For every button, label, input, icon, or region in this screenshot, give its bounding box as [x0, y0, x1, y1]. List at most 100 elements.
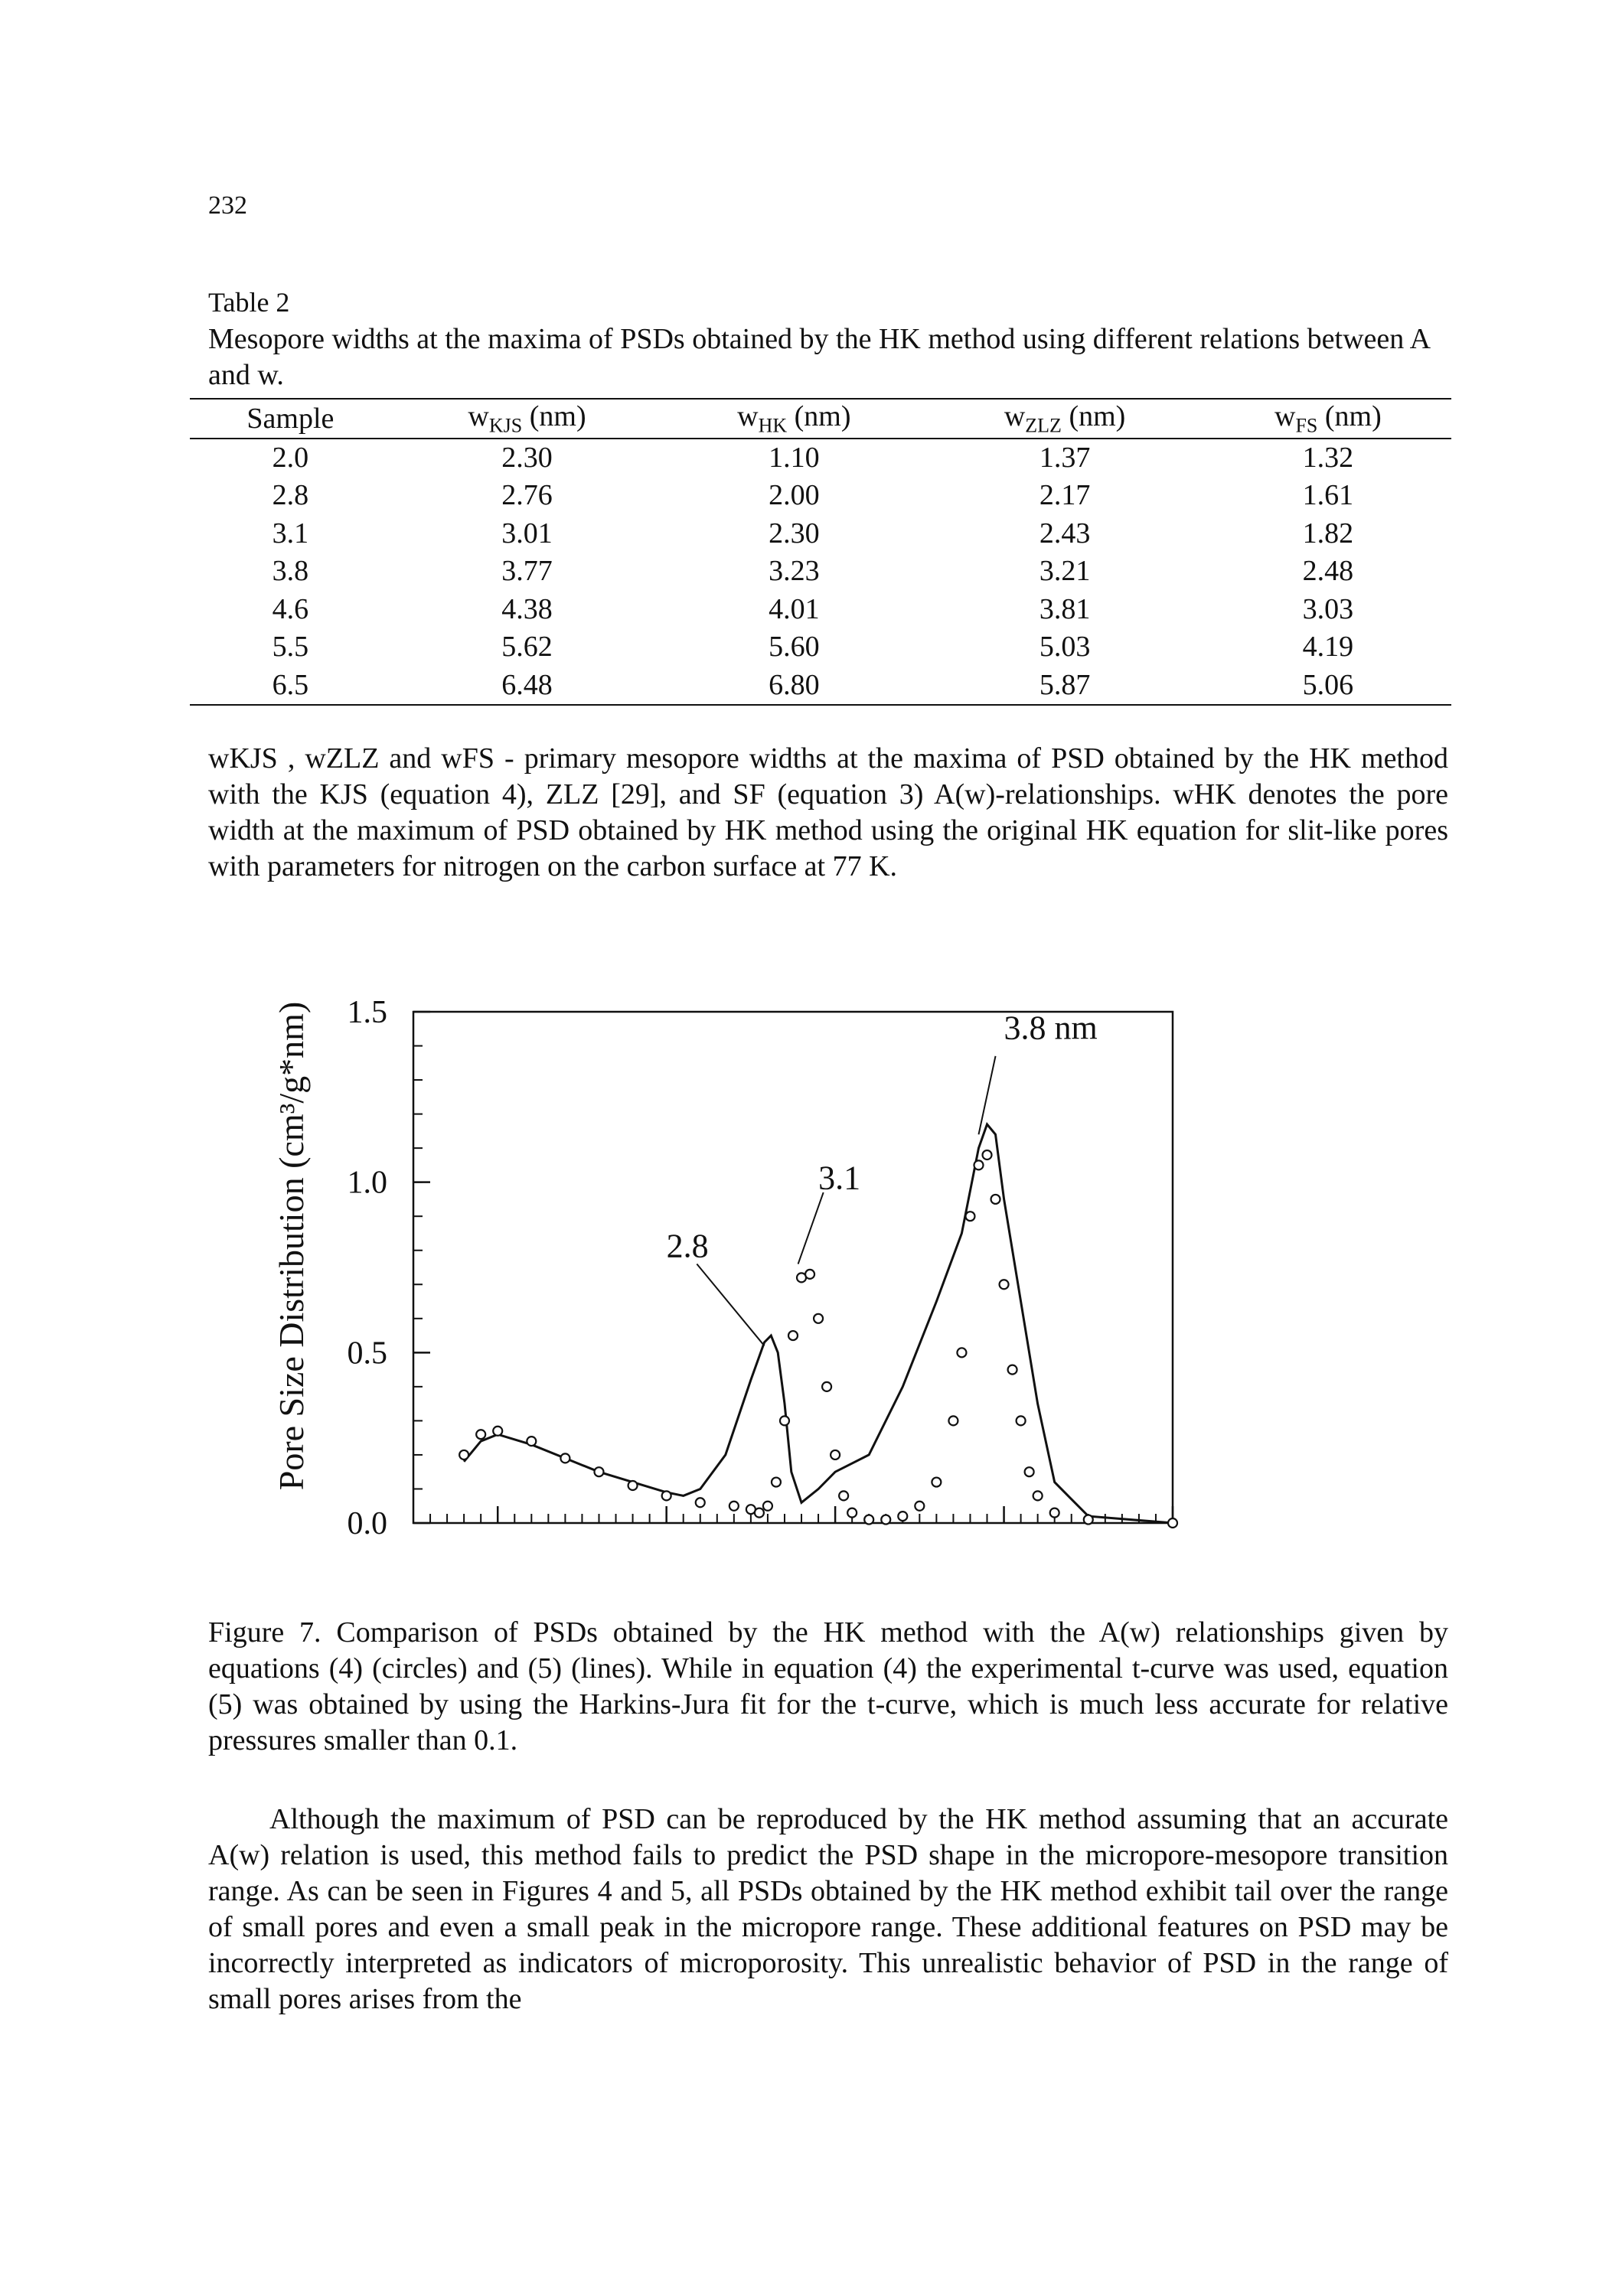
table-cell: 1.82: [1302, 517, 1354, 550]
data-point-circle: [762, 1500, 774, 1512]
data-point-circle: [787, 1329, 799, 1342]
data-point-circle: [804, 1268, 816, 1280]
x-tick-label: 5.0: [1153, 1543, 1193, 1546]
data-point-circle: [492, 1425, 504, 1437]
header-subscript: ZLZ: [1025, 414, 1062, 437]
table-cell: 3.1: [272, 517, 309, 550]
table-cell: 5.60: [769, 631, 820, 664]
table-cell: 3.81: [1039, 592, 1091, 625]
table-cell: 3.01: [501, 517, 553, 550]
data-point-circle: [560, 1453, 571, 1464]
data-point-circle: [1023, 1466, 1035, 1478]
header-text: w: [737, 400, 759, 432]
y-tick-label: 0.0: [348, 1506, 388, 1541]
data-point-circle: [593, 1466, 605, 1478]
header-unit: (nm): [787, 400, 851, 432]
table-header-cell: wFS (nm): [1204, 398, 1451, 439]
header-text: w: [1004, 400, 1026, 432]
data-point-circle: [847, 1507, 858, 1518]
data-point-circle: [728, 1500, 739, 1512]
body-paragraph: Although the maximum of PSD can be repro…: [208, 1803, 1448, 2015]
header-subscript: HK: [758, 414, 788, 437]
data-point-circle: [973, 1159, 984, 1171]
figure: 0.00.51.01.51.02.03.04.05.0Pore Width (n…: [230, 918, 1301, 1645]
data-point-circle: [981, 1149, 993, 1161]
x-tick-label: 3.0: [815, 1543, 856, 1546]
data-point-circle: [897, 1510, 909, 1522]
data-point-circle: [526, 1436, 537, 1447]
table-cell: 2.17: [1039, 479, 1091, 512]
data-point-circle: [770, 1476, 782, 1488]
header-unit: (nm): [522, 400, 586, 432]
header-text: Sample: [246, 402, 335, 435]
table-cell: 3.8: [272, 555, 309, 588]
data-point-circle: [998, 1279, 1010, 1290]
table-cell: 6.48: [390, 666, 664, 706]
table-cell: 2.0: [272, 441, 309, 474]
table-cell: 5.03: [1039, 631, 1091, 664]
table-cell: 2.76: [501, 479, 553, 512]
data-point-circle: [1007, 1364, 1018, 1375]
header-unit: (nm): [1317, 400, 1382, 432]
data-point-circle: [459, 1449, 470, 1461]
table-cell: 4.01: [769, 592, 820, 625]
table-cell: 3.21: [1039, 555, 1091, 588]
data-point-circle: [956, 1347, 968, 1358]
header-unit: (nm): [1061, 400, 1126, 432]
data-point-circle: [914, 1500, 925, 1512]
table-cell: 5.87: [925, 666, 1205, 706]
table-cell: 6.5: [190, 666, 391, 706]
data-point-circle: [880, 1514, 892, 1525]
annotation-leader-line: [977, 1055, 997, 1135]
page-number: 232: [208, 191, 247, 220]
y-axis-label: Pore Size Distribution (cm³/g*nm): [272, 1002, 311, 1491]
peak-annotation-label: 2.8: [667, 1228, 709, 1265]
table-cell: 3.77: [501, 555, 553, 588]
data-point-circle: [694, 1497, 706, 1508]
data-point-circle: [778, 1415, 791, 1427]
series-line: [462, 1122, 1173, 1525]
data-point-circle: [1049, 1507, 1060, 1518]
table-caption: Mesopore widths at the maxima of PSDs ob…: [208, 323, 1430, 391]
data-point-circle: [753, 1507, 765, 1518]
data-point-circle: [812, 1313, 824, 1324]
table-cell: 2.43: [1039, 517, 1091, 550]
plot-frame: [412, 1010, 1174, 1525]
header-text: w: [1274, 400, 1296, 432]
data-point-circle: [964, 1211, 976, 1222]
annotation-leader-line: [696, 1263, 765, 1347]
table-cell: 6.80: [663, 666, 925, 706]
table-header-cell: wHK (nm): [663, 398, 925, 439]
data-point-circle: [627, 1479, 638, 1492]
header-subscript: FS: [1295, 414, 1318, 437]
figure-caption: Figure 7. Comparison of PSDs obtained by…: [208, 1616, 1448, 1756]
table-cell: 1.37: [1039, 441, 1091, 474]
table-header-cell: wZLZ (nm): [925, 398, 1205, 439]
peak-annotation-label: 3.8 nm: [1004, 1009, 1098, 1047]
table-cell: 5.62: [501, 631, 553, 664]
psd-chart: 0.00.51.01.51.02.03.04.05.0Pore Width (n…: [272, 995, 1193, 1645]
table-cell: 2.00: [769, 479, 820, 512]
data-point-circle: [821, 1381, 833, 1392]
data-point-circle: [1015, 1415, 1026, 1427]
annotation-leader-line: [797, 1192, 824, 1264]
table-cell: 1.10: [769, 441, 820, 474]
y-tick-label: 0.5: [348, 1336, 388, 1371]
table-cell: 1.61: [1302, 479, 1354, 512]
table-cell: 2.30: [769, 517, 820, 550]
x-tick-label: 4.0: [984, 1543, 1024, 1546]
table-cell: 1.32: [1302, 441, 1354, 474]
data-point-circle: [1032, 1490, 1043, 1502]
data-point-circle: [830, 1449, 841, 1461]
table-cell: 5.06: [1204, 666, 1451, 706]
data-point-circle: [948, 1415, 959, 1427]
peak-annotation-label: 3.1: [818, 1159, 860, 1197]
table-cell: 4.6: [272, 592, 309, 625]
